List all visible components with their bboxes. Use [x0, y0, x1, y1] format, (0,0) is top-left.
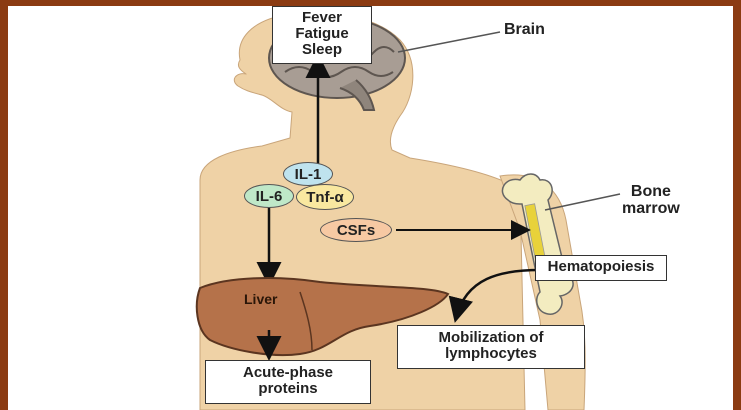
bone-marrow-label-line2: marrow — [622, 201, 680, 218]
brain-leader-line — [398, 32, 500, 52]
brain-effect-sleep: Sleep — [273, 42, 371, 58]
mobilization-line2: lymphocytes — [398, 346, 584, 362]
hematopoiesis-box: Hematopoiesis — [535, 255, 667, 281]
mobilization-line1: Mobilization of — [398, 330, 584, 346]
liver-label: Liver — [244, 292, 277, 307]
brain-effect-fever: Fever — [273, 10, 371, 26]
acute-phase-line1: Acute-phase — [206, 365, 370, 381]
il6-pill: IL-6 — [244, 184, 294, 208]
tnf-pill: Tnf-α — [296, 184, 354, 210]
brain-effect-fatigue: Fatigue — [273, 26, 371, 42]
brain-label: Brain — [504, 22, 545, 39]
brain-effects-box: Fever Fatigue Sleep — [272, 6, 372, 64]
il1-pill: IL-1 — [283, 162, 333, 186]
bone-marrow-label-line1: Bone — [622, 184, 680, 201]
mobilization-box: Mobilization of lymphocytes — [397, 325, 585, 369]
bone-marrow-label: Bone marrow — [622, 184, 680, 218]
acute-phase-line2: proteins — [206, 381, 370, 397]
acute-phase-box: Acute-phase proteins — [205, 360, 371, 404]
csfs-pill: CSFs — [320, 218, 392, 242]
